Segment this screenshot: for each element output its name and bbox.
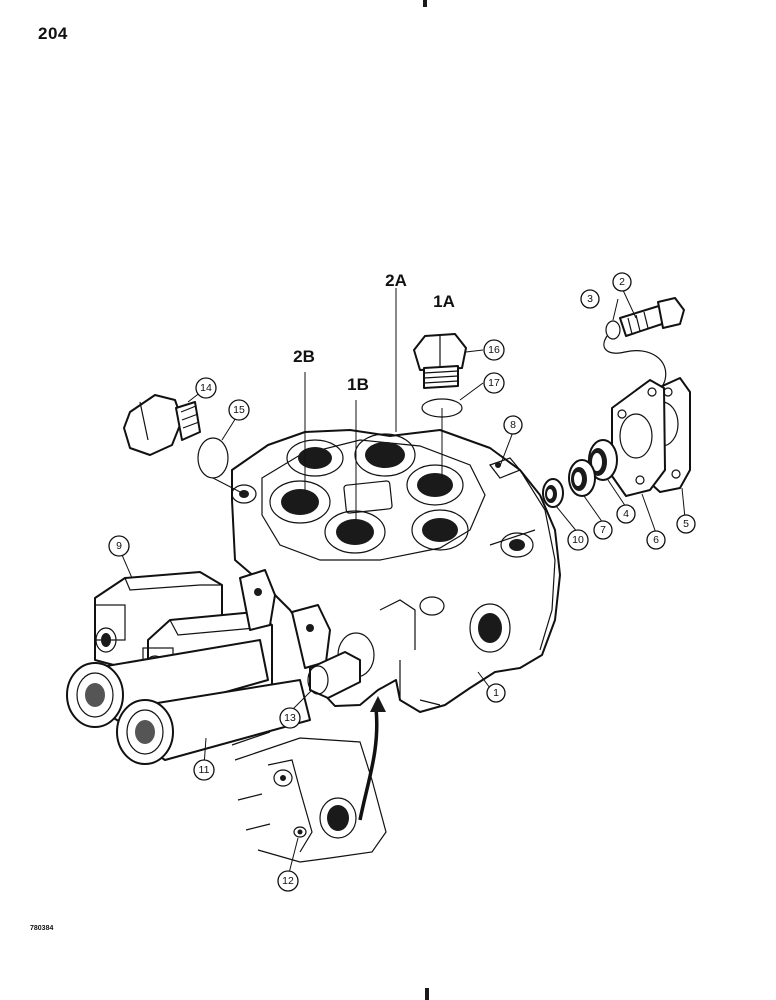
callout-10: 10 — [567, 529, 589, 551]
o-ring-15 — [197, 437, 229, 479]
svg-text:14: 14 — [200, 382, 212, 394]
svg-text:4: 4 — [623, 508, 629, 520]
bottom-edge-mark — [425, 988, 429, 1000]
plug-16 — [413, 333, 467, 389]
port-label-1A: 1A — [433, 292, 455, 311]
callout-4: 4 — [616, 504, 636, 524]
svg-text:2: 2 — [619, 276, 625, 288]
valve-body — [231, 429, 561, 713]
top-edge-mark — [423, 0, 427, 7]
port-2A-opening — [354, 433, 416, 477]
port-rear-opening — [286, 439, 344, 477]
port-label-2A: 2A — [385, 271, 407, 290]
plug-14 — [123, 394, 201, 456]
svg-text:9: 9 — [116, 540, 122, 552]
svg-text:5: 5 — [683, 518, 689, 530]
port-2B-opening — [269, 480, 331, 524]
svg-text:1: 1 — [493, 687, 499, 699]
washer-leader-wire — [603, 335, 667, 390]
port-1B-opening — [324, 510, 386, 554]
svg-text:3: 3 — [587, 293, 593, 305]
plate-6 — [611, 379, 666, 497]
seal-10 — [542, 478, 564, 508]
callout-2: 2 — [612, 272, 632, 292]
svg-text:6: 6 — [653, 534, 659, 546]
callout-3: 3 — [580, 289, 600, 309]
svg-text:17: 17 — [488, 377, 500, 389]
lock-washer-3 — [605, 320, 621, 340]
callout-7: 7 — [593, 520, 613, 540]
port-label-1B: 1B — [347, 375, 369, 394]
svg-text:13: 13 — [284, 712, 296, 724]
callout-1: 1 — [486, 683, 506, 703]
relief-plug-13 — [307, 651, 361, 699]
svg-text:10: 10 — [572, 534, 584, 546]
port-right-opening — [411, 509, 469, 551]
inset-detail — [231, 696, 387, 863]
solenoid-assembly — [66, 569, 331, 765]
svg-text:15: 15 — [233, 404, 245, 416]
svg-text:8: 8 — [510, 419, 516, 431]
callout-14: 14 — [195, 377, 217, 399]
port-label-2B: 2B — [293, 347, 315, 366]
callout-11: 11 — [193, 759, 215, 781]
callout-15: 15 — [228, 399, 250, 421]
callout-5: 5 — [676, 514, 696, 534]
callout-6: 6 — [646, 530, 666, 550]
figure-code: 780384 — [30, 925, 54, 932]
callout-13: 13 — [279, 707, 301, 729]
port-1A-opening — [406, 464, 464, 506]
callout-8: 8 — [503, 415, 523, 435]
seal-4 — [588, 439, 618, 481]
svg-text:11: 11 — [199, 764, 210, 776]
callout-17: 17 — [483, 372, 505, 394]
leader-lines — [118, 287, 686, 878]
bolt-2 — [619, 297, 685, 337]
callout-12: 12 — [277, 870, 299, 892]
callout-9: 9 — [108, 535, 130, 557]
svg-text:16: 16 — [488, 344, 500, 356]
svg-text:12: 12 — [282, 875, 294, 887]
callout-16: 16 — [483, 339, 505, 361]
svg-text:7: 7 — [600, 524, 606, 536]
page-number: 204 — [38, 24, 68, 43]
ring-7 — [568, 459, 596, 497]
